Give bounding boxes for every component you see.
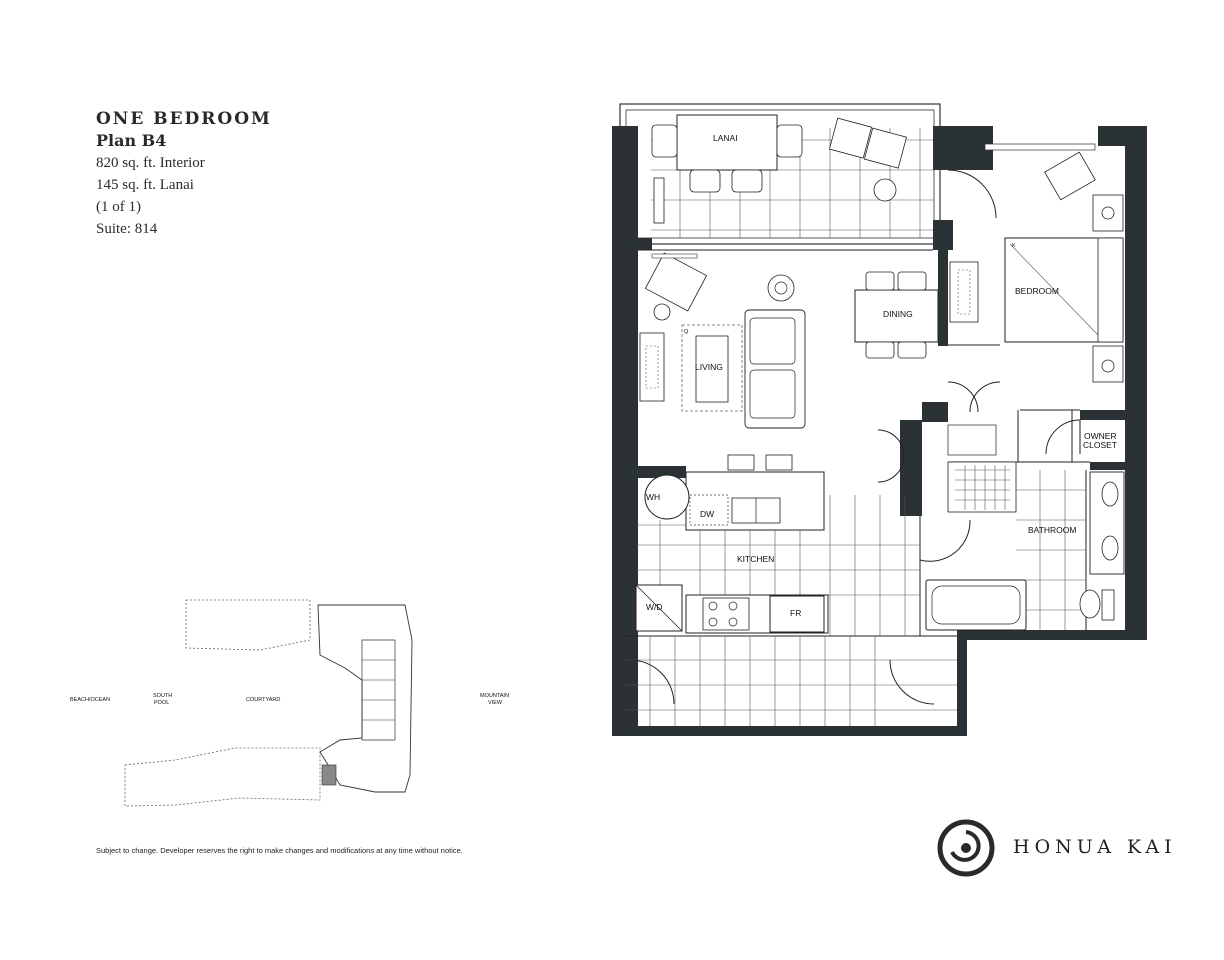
suite-number: Suite: 814 — [96, 221, 158, 237]
dw-label: DW — [700, 509, 714, 519]
plan-info: ONE BEDROOM Plan B4 820 sq. ft. Interior… — [96, 108, 272, 240]
honua-kai-logo-icon — [937, 819, 995, 877]
door-swings — [629, 169, 1001, 705]
lanai-area: 145 sq. ft. Lanai — [96, 177, 194, 193]
bedroom-label: BEDROOM — [1015, 286, 1059, 296]
interior-area: 820 sq. ft. Interior — [96, 155, 205, 171]
k-mark: K — [1012, 243, 1016, 249]
kitchen-fixtures — [635, 454, 920, 636]
fr-label: FR — [790, 608, 801, 618]
site-key-plan — [124, 599, 413, 807]
wd-label: W/D — [646, 602, 663, 612]
courtyard-label: COURTYARD — [246, 697, 280, 703]
owner-closet-label-2: CLOSET — [1083, 440, 1117, 450]
living-furniture — [639, 252, 806, 429]
bathroom-label: BATHROOM — [1028, 525, 1076, 535]
south-pool-label-1: SOUTH — [153, 693, 172, 699]
dining-label: DINING — [883, 309, 913, 319]
plan-type: ONE BEDROOM — [96, 109, 272, 129]
plan-name: Plan B4 — [96, 131, 167, 150]
bath-fixtures — [925, 419, 1125, 631]
disclaimer: Subject to change. Developer reserves th… — [96, 846, 463, 855]
living-label: LIVING — [695, 362, 723, 372]
exterior-walls — [612, 126, 1147, 736]
mountain-label-2: VIEW — [488, 700, 503, 706]
unit-count: (1 of 1) — [96, 199, 141, 215]
bedroom-furniture — [949, 143, 1124, 383]
lanai-area — [619, 103, 941, 245]
beach-label: BEACH/OCEAN — [70, 697, 110, 703]
south-pool-label-2: POOL — [154, 700, 169, 706]
brand-name: HONUA KAI — [1013, 836, 1177, 858]
owner-closet-label-1: OWNER — [1084, 431, 1117, 441]
q-mark: Q — [684, 329, 689, 335]
lanai-label: LANAI — [713, 133, 738, 143]
entry-hall-tile — [624, 636, 957, 726]
kitchen-label: KITCHEN — [737, 554, 774, 564]
dining-furniture — [854, 271, 939, 359]
wh-label: WH — [646, 492, 660, 502]
mountain-label-1: MOUNTAIN — [480, 693, 509, 699]
